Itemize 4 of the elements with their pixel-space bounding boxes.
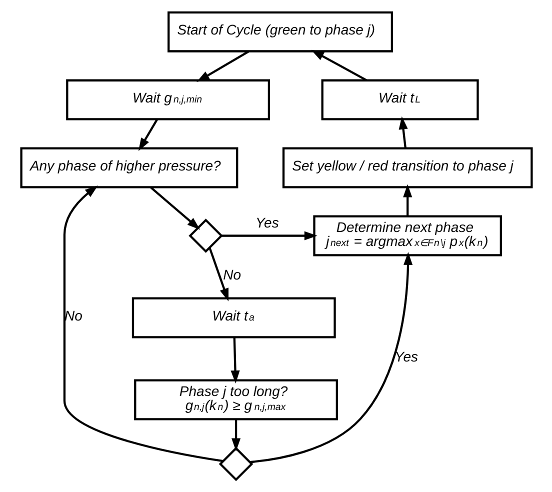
edge-label: Yes <box>394 348 418 364</box>
edge-label: No <box>222 266 241 282</box>
edge-label: No <box>64 307 82 324</box>
edge-label: Yes <box>254 214 278 231</box>
